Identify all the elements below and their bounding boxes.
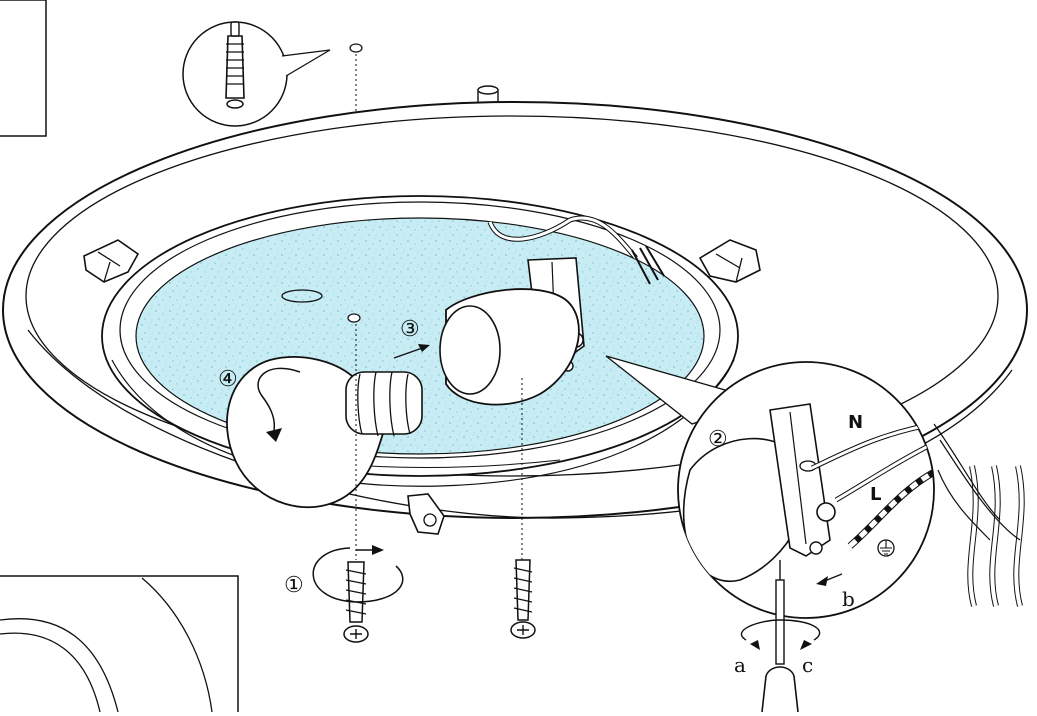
clip-bottom — [407, 493, 445, 535]
screw-icon — [510, 559, 536, 639]
clip-right — [698, 239, 761, 283]
supply-cable — [487, 215, 665, 285]
frame-top-left — [0, 0, 47, 137]
ceiling-hole — [349, 43, 363, 53]
direction-b-label: b — [842, 587, 855, 611]
direction-c-label: c — [802, 653, 813, 677]
clip-left — [83, 239, 140, 283]
frame-bottom-left — [0, 575, 239, 713]
screw-hole-left — [347, 313, 361, 323]
step-2-label: ② — [708, 427, 728, 452]
direction-a-label: a — [734, 653, 746, 677]
step-1-label: ① — [284, 573, 304, 598]
step-4-label: ④ — [218, 367, 238, 392]
rotate-screw-arrow — [312, 545, 404, 603]
wall-plug-callout — [182, 21, 331, 127]
screw-icon — [343, 561, 369, 643]
lamp-socket-icon — [439, 257, 585, 406]
mounting-slot — [281, 289, 323, 303]
step-3-label: ③ — [400, 317, 420, 342]
light-bulb-icon — [226, 356, 423, 509]
wall-plug-icon — [225, 21, 245, 109]
screwdriver-icon — [740, 579, 821, 713]
insert-arrow — [393, 344, 430, 359]
rotate-bulb-arrow — [257, 367, 301, 442]
earth-ground-icon — [877, 539, 895, 557]
wiring-detail-callout — [605, 355, 935, 619]
mains-cables — [933, 423, 1025, 607]
neutral-wire-label: N — [848, 412, 863, 433]
live-wire-label: L — [870, 484, 881, 505]
